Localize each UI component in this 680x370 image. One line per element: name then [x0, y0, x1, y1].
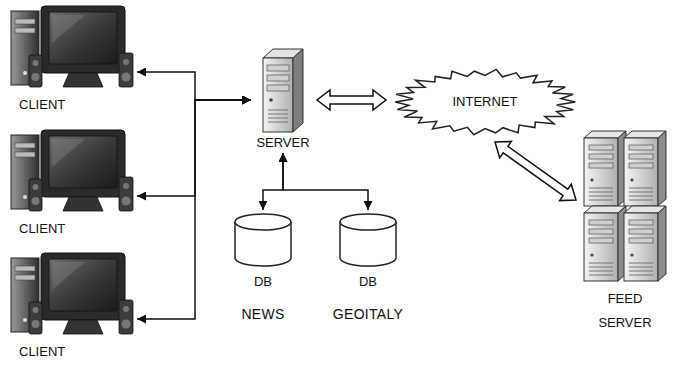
cloud-label: INTERNET [453, 66, 518, 110]
database-node: DB NEWS [233, 212, 293, 322]
server-icon [259, 46, 307, 134]
client-node: CLIENT [5, 127, 135, 237]
server-rack-icon [580, 128, 670, 283]
double-arrow [495, 141, 576, 200]
feed-server-label: FEED SERVER [593, 287, 657, 335]
computer-icon [5, 3, 135, 95]
client-label: CLIENT [19, 344, 65, 360]
client-node: CLIENT [5, 3, 135, 113]
connector-line [137, 100, 251, 196]
double-arrow [317, 90, 386, 110]
db-label: DB [359, 274, 377, 290]
connector-line [283, 153, 368, 210]
database-cylinder [338, 212, 398, 268]
connector-line [137, 72, 251, 100]
computer-icon [5, 250, 135, 342]
client-label: CLIENT [19, 97, 65, 113]
connector-line [263, 153, 283, 210]
internet-cloud: INTERNET [387, 66, 583, 138]
feed-server-node: FEED SERVER [580, 128, 670, 335]
computer-icon [5, 127, 135, 219]
db-name: GEOITALY [333, 306, 403, 322]
server-label: SERVER [256, 135, 309, 151]
client-node: CLIENT [5, 250, 135, 360]
db-name: NEWS [241, 306, 284, 322]
client-label: CLIENT [19, 221, 65, 237]
db-label: DB [254, 274, 272, 290]
database-node: DB GEOITALY [330, 212, 407, 322]
server-node: SERVER [253, 46, 313, 151]
connector-line [137, 100, 251, 319]
database-cylinder [233, 212, 293, 268]
